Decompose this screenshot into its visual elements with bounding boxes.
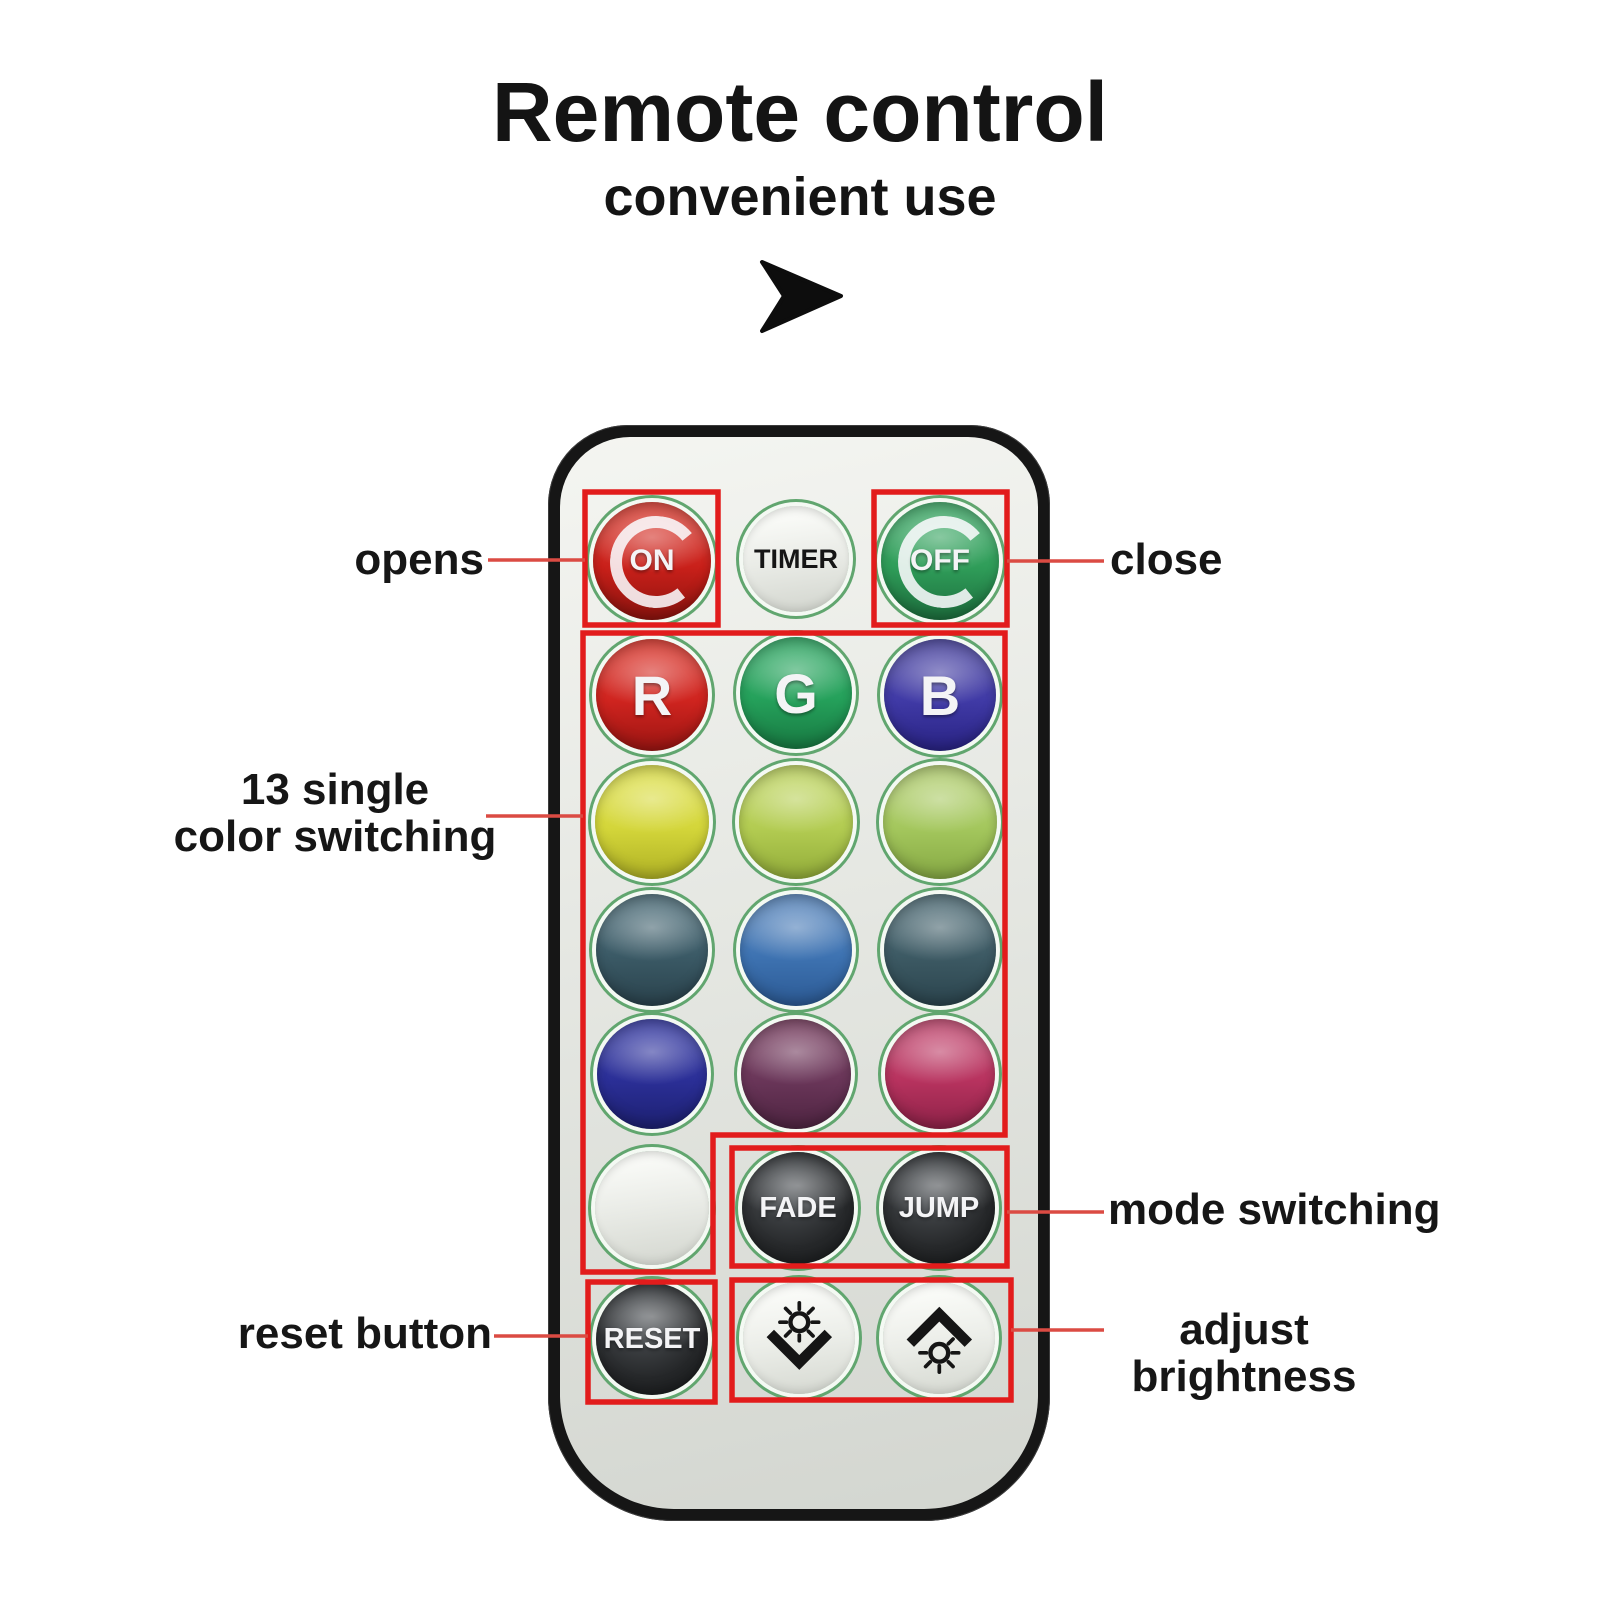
button-sheen	[596, 894, 708, 1006]
white-color-button[interactable]	[595, 1151, 709, 1265]
color-switching-line1: 13 single	[240, 765, 430, 814]
red-button-label: R	[631, 663, 673, 727]
green-color-button[interactable]: G	[740, 637, 852, 749]
opens-label: opens	[354, 535, 484, 584]
navy-color-button[interactable]	[597, 1019, 707, 1129]
crimson-color-button[interactable]	[885, 1019, 995, 1129]
brightness-up-button[interactable]	[883, 1282, 995, 1394]
yellow-color-button[interactable]	[595, 765, 709, 879]
adjust-line1: adjust	[1179, 1305, 1309, 1354]
button-sheen	[595, 765, 709, 879]
slate-blue-color-button[interactable]	[884, 894, 996, 1006]
blue-button-label: B	[919, 663, 961, 727]
reset-button[interactable]: RESET	[596, 1283, 708, 1395]
medium-blue-color-button[interactable]	[740, 894, 852, 1006]
reset-button-label: RESET	[603, 1322, 701, 1355]
jump-button-label: JUMP	[898, 1191, 980, 1224]
on-button[interactable]: ON	[593, 502, 711, 620]
dark-teal-color-button[interactable]	[596, 894, 708, 1006]
brightness-down-icon	[766, 1300, 832, 1370]
timer-button-label: TIMER	[754, 543, 838, 574]
timer-button[interactable]: TIMER	[743, 506, 849, 612]
button-sheen	[597, 1019, 707, 1129]
right-arrow-shape	[760, 260, 843, 333]
close-label: close	[1110, 535, 1223, 584]
color-switching-label: 13 single color switching	[140, 766, 530, 860]
adjust-brightness-label: adjust brightness	[1118, 1306, 1370, 1400]
reset-button-annotation-label: reset button	[237, 1309, 492, 1358]
button-sheen	[883, 765, 997, 879]
brightness-up-icon	[906, 1306, 972, 1374]
on-button-label: ON	[629, 544, 675, 577]
button-sheen	[739, 765, 853, 879]
green-button-label: G	[774, 661, 818, 725]
button-sheen	[884, 894, 996, 1006]
button-sheen	[741, 1019, 851, 1129]
off-button-label: OFF	[910, 544, 970, 577]
blue-color-button[interactable]: B	[884, 639, 996, 751]
yellow-green-color-button[interactable]	[739, 765, 853, 879]
page-title: Remote control	[491, 65, 1109, 159]
off-button[interactable]: OFF	[881, 502, 999, 620]
page-subtitle: convenient use	[603, 167, 997, 227]
fade-button-label: FADE	[759, 1191, 837, 1224]
light-green-color-button[interactable]	[883, 765, 997, 879]
brightness-down-button[interactable]	[743, 1282, 855, 1394]
button-sheen	[885, 1019, 995, 1129]
red-color-button[interactable]: R	[596, 639, 708, 751]
purple-color-button[interactable]	[741, 1019, 851, 1129]
adjust-line2: brightness	[1131, 1352, 1357, 1402]
button-sheen	[740, 894, 852, 1006]
jump-mode-button[interactable]: JUMP	[883, 1152, 995, 1264]
mode-switching-label: mode switching	[1108, 1185, 1441, 1234]
fade-mode-button[interactable]: FADE	[742, 1152, 854, 1264]
color-switching-line2: color switching	[173, 812, 497, 862]
